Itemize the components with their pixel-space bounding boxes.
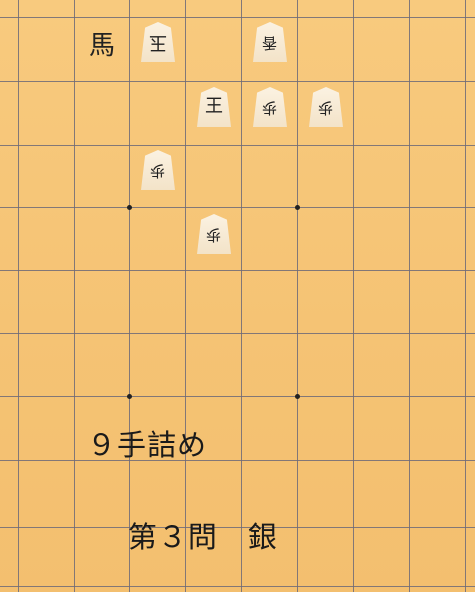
piece-label: 歩 [262,98,278,117]
problem-number-line: 第３問 銀 [87,480,278,590]
piece-label: 王 [205,96,223,117]
star-point [126,393,132,399]
piece-fu[interactable]: 歩 [309,87,343,127]
piece-label: 歩 [150,161,166,180]
grid-line [0,586,475,587]
grid-line [409,0,410,592]
grid-line [0,207,475,208]
piece-kyosha[interactable]: 香 [253,22,287,62]
grid-line [185,0,186,592]
piece-label: 玉 [149,32,167,53]
problem-moves-label: ９手詰め [87,428,208,462]
grid-line [353,0,354,592]
grid-line [0,81,475,82]
grid-line [0,270,475,271]
piece-ou[interactable]: 王 [197,87,231,127]
piece-fu[interactable]: 歩 [197,214,231,254]
grid-line [74,0,75,592]
grid-line [0,145,475,146]
grid-line [18,0,19,592]
piece-uma[interactable]: 馬 [80,24,124,68]
star-point [294,204,300,210]
grid-line [241,0,242,592]
hand-piece: 銀 [247,520,278,554]
piece-label: 歩 [318,98,334,117]
grid-line [0,460,475,461]
piece-fu[interactable]: 歩 [141,150,175,190]
grid-line [0,333,475,334]
grid-line [0,17,475,18]
piece-fu[interactable]: 歩 [253,87,287,127]
grid-line [297,0,298,592]
caption-spacer [218,520,248,554]
star-point [126,204,132,210]
piece-gyoku-opponent[interactable]: 玉 [141,22,175,62]
piece-label: 香 [262,33,278,52]
grid-line [0,527,475,528]
star-point [294,393,300,399]
piece-label: 歩 [206,225,222,244]
grid-line [0,396,475,397]
piece-label: 馬 [88,31,115,61]
problem-number: 第３問 [127,520,218,554]
grid-line [465,0,466,592]
grid-line [129,0,130,592]
